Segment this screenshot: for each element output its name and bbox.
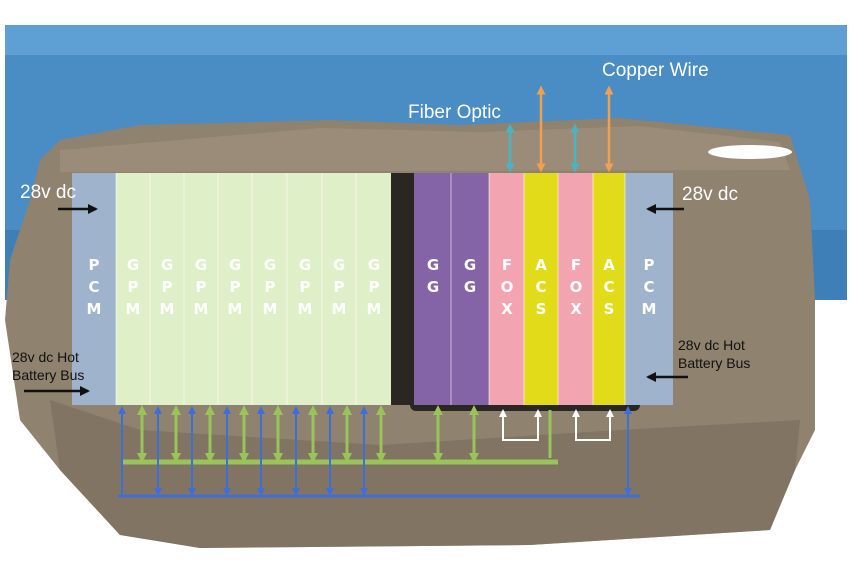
module-fox-1 bbox=[489, 173, 524, 405]
module-gg-1 bbox=[414, 173, 451, 405]
module-gpm-5 bbox=[252, 173, 287, 405]
module-letter: P bbox=[300, 278, 311, 296]
label-fiber-optic: Fiber Optic bbox=[408, 102, 501, 123]
fiber-optic-links bbox=[505, 123, 580, 173]
module-letter: G bbox=[195, 256, 207, 274]
module-letter: M bbox=[194, 300, 209, 318]
module-letter: A bbox=[535, 256, 547, 274]
module-letter: M bbox=[332, 300, 347, 318]
sky-band-top bbox=[5, 25, 847, 55]
module-letter: S bbox=[536, 300, 547, 318]
module-letter: G bbox=[464, 278, 476, 296]
module-letter: M bbox=[367, 300, 382, 318]
crossover-link-2 bbox=[572, 409, 614, 441]
blue-bus-connectors bbox=[118, 406, 632, 496]
module-letter: G bbox=[127, 256, 139, 274]
module-letter: G bbox=[427, 278, 439, 296]
module-letter: M bbox=[642, 300, 657, 318]
module-letter: G bbox=[427, 256, 439, 274]
module-letter: M bbox=[87, 300, 102, 318]
module-rack bbox=[72, 173, 673, 405]
module-letter: M bbox=[298, 300, 313, 318]
module-letter: P bbox=[162, 278, 173, 296]
slot-dark-gap bbox=[390, 173, 416, 405]
module-letter: C bbox=[535, 278, 546, 296]
module-letter: M bbox=[228, 300, 243, 318]
module-gg-2 bbox=[451, 173, 489, 405]
module-letter: O bbox=[501, 278, 514, 296]
module-letter: X bbox=[570, 300, 582, 318]
module-letter: X bbox=[501, 300, 513, 318]
module-gpm-2 bbox=[150, 173, 184, 405]
module-letter: O bbox=[570, 278, 583, 296]
module-acs-1 bbox=[524, 173, 558, 405]
module-letter: G bbox=[229, 256, 241, 274]
module-letter: C bbox=[643, 278, 654, 296]
green-bus-connectors bbox=[137, 405, 552, 463]
label-hot-bus-left-1: 28v dc Hot bbox=[12, 349, 79, 365]
module-letter: G bbox=[333, 256, 345, 274]
module-gpm-8 bbox=[356, 173, 391, 405]
module-letter: P bbox=[230, 278, 241, 296]
module-letter: S bbox=[604, 300, 615, 318]
module-letter-labels: PCMGPMGPMGPMGPMGPMGPMGPMGPMGGGGFOXACSFOX… bbox=[87, 256, 657, 318]
module-gpm-3 bbox=[184, 173, 218, 405]
module-separators bbox=[115, 173, 626, 405]
module-letter: F bbox=[502, 256, 512, 274]
label-hot-bus-left-2: Battery Bus bbox=[12, 367, 84, 383]
module-gpm-7 bbox=[322, 173, 356, 405]
module-acs-2 bbox=[593, 173, 625, 405]
copper-wire-links bbox=[536, 85, 614, 173]
module-letter: G bbox=[464, 256, 476, 274]
label-28v-dc-left: 28v dc bbox=[20, 182, 76, 203]
module-letter: M bbox=[263, 300, 278, 318]
module-letter: M bbox=[126, 300, 141, 318]
module-letter: P bbox=[89, 256, 100, 274]
module-letter: M bbox=[160, 300, 175, 318]
label-28v-dc-right: 28v dc bbox=[682, 184, 738, 205]
module-letter: G bbox=[299, 256, 311, 274]
module-letter: F bbox=[571, 256, 581, 274]
module-gpm-4 bbox=[218, 173, 252, 405]
power-input-arrows bbox=[24, 204, 688, 396]
module-letter: P bbox=[369, 278, 380, 296]
chassis-light-reflection bbox=[708, 145, 792, 159]
chassis-shadow bbox=[50, 400, 800, 548]
module-letter: P bbox=[265, 278, 276, 296]
module-letter: P bbox=[128, 278, 139, 296]
module-gpm-1 bbox=[116, 173, 150, 405]
label-hot-bus-right-1: 28v dc Hot bbox=[678, 337, 745, 353]
crossover-links bbox=[499, 409, 614, 441]
module-letter: C bbox=[88, 278, 99, 296]
module-letter: C bbox=[603, 278, 614, 296]
label-copper-wire: Copper Wire bbox=[602, 60, 709, 81]
module-letter: G bbox=[264, 256, 276, 274]
module-gpm-6 bbox=[287, 173, 322, 405]
module-letter: P bbox=[334, 278, 345, 296]
module-letter: P bbox=[196, 278, 207, 296]
module-letter: G bbox=[368, 256, 380, 274]
module-letter: G bbox=[161, 256, 173, 274]
label-hot-bus-right-2: Battery Bus bbox=[678, 355, 750, 371]
module-letter: A bbox=[603, 256, 615, 274]
module-fox-2 bbox=[558, 173, 593, 405]
crossover-link-1 bbox=[499, 409, 542, 441]
module-letter: P bbox=[644, 256, 655, 274]
